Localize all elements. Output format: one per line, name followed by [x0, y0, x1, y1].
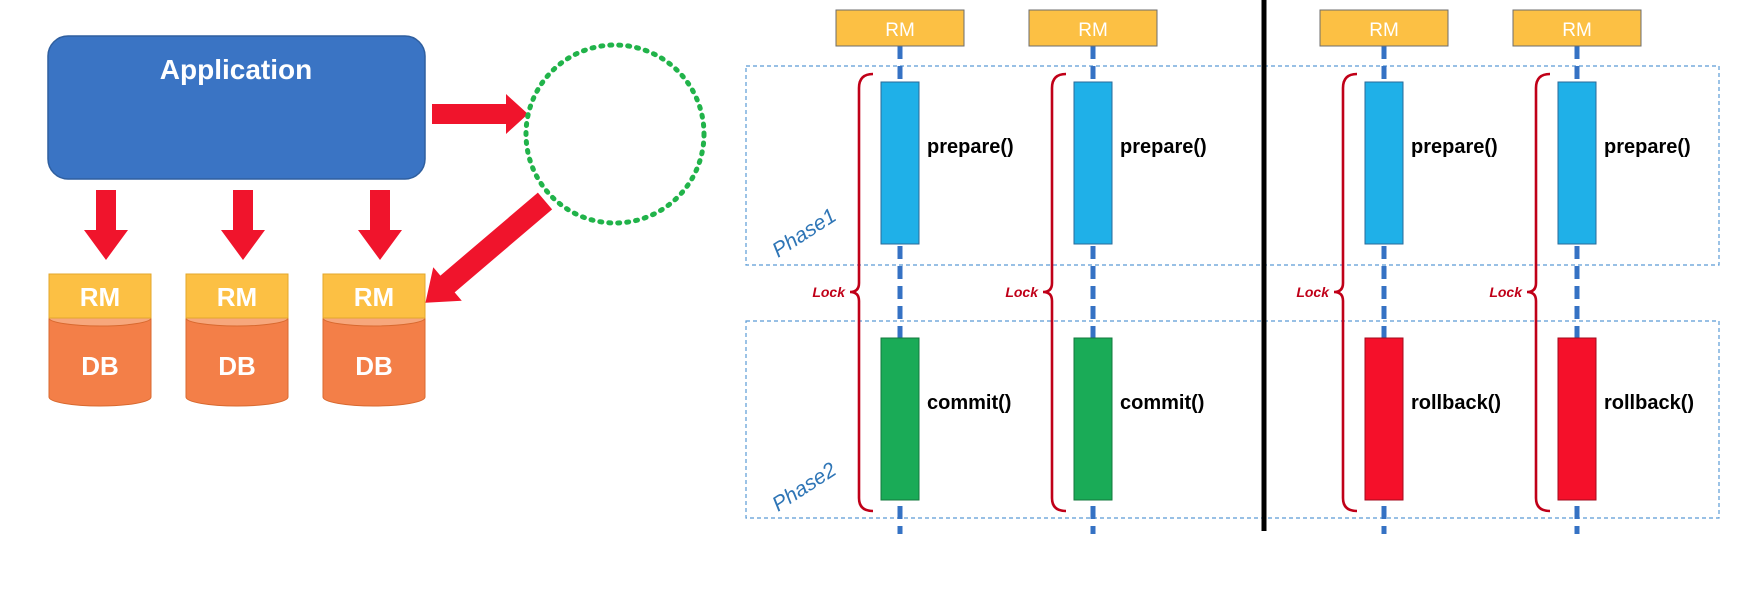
rm-box [185, 273, 289, 319]
rm-column-4: RM prepare() rollback() Lock [1489, 9, 1694, 534]
phase1-label: Phase1 [768, 204, 840, 262]
db-label: DB [355, 351, 393, 381]
prepare-activation [1073, 81, 1113, 245]
application-label: Application [160, 54, 312, 85]
arrow-down-3 [358, 190, 402, 260]
rm-column-2: RM prepare() commit() Lock [1005, 9, 1207, 534]
db-label: DB [81, 351, 119, 381]
prepare-call-label: prepare() [1120, 136, 1207, 158]
rm-label: RM [217, 282, 257, 312]
rm-column-3: RM prepare() rollback() Lock [1296, 9, 1501, 534]
arrow-down-1 [84, 190, 128, 260]
commit-activation [880, 337, 920, 501]
rm-header-box [1512, 9, 1642, 47]
rm-header-box [1028, 9, 1158, 47]
lock-label: Lock [1005, 284, 1039, 300]
prepare-activation [1557, 81, 1597, 245]
phase2-region [745, 320, 1720, 519]
lock-brace [1333, 72, 1358, 513]
rollback-activation [1364, 337, 1404, 501]
commit-call-label: commit() [927, 392, 1011, 414]
lock-brace [1042, 72, 1067, 513]
phase2-label: Phase2 [768, 458, 841, 516]
commit-call-label: commit() [1120, 392, 1204, 414]
left-architecture: Application RM DB RM DB [47, 35, 707, 407]
dashed-coordinator-circle [523, 42, 707, 226]
arrow-app-to-coordinator [432, 94, 528, 134]
lock-brace [1526, 72, 1551, 513]
rm-column-1: RM prepare() commit() Lock [812, 9, 1014, 534]
rollback-call-label: rollback() [1604, 392, 1694, 414]
rollback-call-label: rollback() [1411, 392, 1501, 414]
db-label: DB [218, 351, 256, 381]
rm-columns: RM prepare() commit() Lock RM prepare() commit… [812, 9, 1694, 534]
lock-label: Lock [812, 284, 846, 300]
rm-label: RM [354, 282, 394, 312]
db-cylinder [322, 317, 426, 407]
rm-label: RM [80, 282, 120, 312]
prepare-activation [1364, 81, 1404, 245]
rm-header-label: RM [1369, 20, 1399, 41]
rm-header-label: RM [1562, 20, 1592, 41]
rm-box [48, 273, 152, 319]
rm-header-box [835, 9, 965, 47]
db-cylinder [185, 317, 289, 407]
arrow-down-2 [221, 190, 265, 260]
prepare-call-label: prepare() [927, 136, 1014, 158]
prepare-call-label: prepare() [1411, 136, 1498, 158]
rm-db-node-3: RM DB [322, 273, 426, 407]
rm-db-node-1: RM DB [48, 273, 152, 407]
right-timeline: Phase1 Phase2 RM prepare() commit() Lock RM p… [745, 0, 1720, 534]
application-box [47, 35, 426, 180]
commit-activation [1073, 337, 1113, 501]
lock-label: Lock [1489, 284, 1523, 300]
rollback-activation [1557, 337, 1597, 501]
rm-db-node-2: RM DB [185, 273, 289, 407]
prepare-activation [880, 81, 920, 245]
lock-label: Lock [1296, 284, 1330, 300]
rm-box [322, 273, 426, 319]
rm-header-box [1319, 9, 1449, 47]
arrow-coordinator-to-rm [425, 192, 553, 303]
rm-header-label: RM [1078, 20, 1108, 41]
db-cylinder [48, 317, 152, 407]
rm-header-label: RM [885, 20, 915, 41]
phase1-region [745, 65, 1720, 266]
prepare-call-label: prepare() [1604, 136, 1691, 158]
lock-brace [849, 72, 874, 513]
